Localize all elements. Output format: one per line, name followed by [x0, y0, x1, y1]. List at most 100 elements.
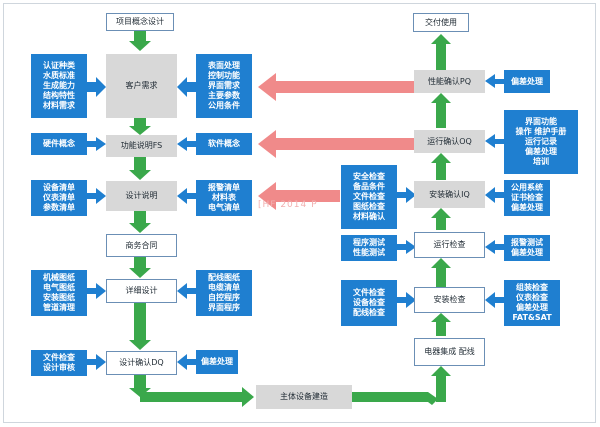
cust-req-output-2: 控制功能 — [208, 71, 240, 80]
ic-output-3: 偏差处理 — [516, 303, 548, 312]
oq-output-5: 培训 — [532, 157, 549, 166]
concept-design-label: 项目概念设计 — [116, 17, 164, 26]
software-concept-label: 软件概念 — [208, 139, 240, 148]
flow-arrow-dq-down — [129, 375, 151, 397]
cust-req-input-4: 结构特性 — [43, 91, 75, 100]
oq-output-4: 偏差处理 — [524, 147, 557, 156]
dd-output-3: 自控程序 — [208, 293, 240, 302]
input-arrow-dd — [87, 283, 106, 299]
left-flow-arrows — [129, 31, 151, 397]
functional-spec-box: 功能说明FS — [106, 135, 177, 157]
pq-output-box: 偏差处理 — [504, 70, 550, 93]
flow-arrow-to-main-build — [140, 387, 254, 407]
dd-output-1: 配线图纸 — [208, 273, 240, 282]
run-check-inputs-box: 程序测试 性能测试 — [341, 235, 397, 261]
rc-input-2: 性能测试 — [353, 248, 385, 257]
iq-output-2: 证书检查 — [511, 193, 543, 202]
ic-output-1: 组装检查 — [516, 283, 548, 292]
install-check-inputs-box: 文件检查 设备检查 配线检查 — [341, 280, 397, 326]
output-arrow-dq — [177, 354, 196, 370]
input-arrow-ds — [87, 188, 106, 204]
dd-output-4: 界面程序 — [208, 303, 240, 312]
rc-output-2: 偏差处理 — [511, 248, 543, 257]
right-flow-arrows — [431, 34, 451, 336]
iq-input-3: 文件检查 — [353, 192, 385, 201]
iq-input-2: 备品条件 — [353, 182, 385, 191]
dq-output-box: 偏差处理 — [196, 350, 238, 374]
ds-output-3: 电气清单 — [208, 203, 240, 212]
output-arrow-pq — [485, 74, 504, 88]
input-arrow-rc — [397, 240, 416, 254]
run-check-label: 运行检查 — [433, 240, 466, 249]
iq-inputs-box: 安全检查 备品条件 文件检查 图纸检查 材料确认 — [341, 165, 397, 229]
flow-arrow-up-to-electrical — [431, 366, 451, 402]
output-arrow-ic — [485, 292, 504, 308]
oq-output-3: 运行记录 — [524, 137, 557, 146]
cust-req-input-3: 生成能力 — [43, 81, 75, 90]
ic-input-1: 文件检查 — [353, 288, 385, 297]
feedback-arrows — [258, 73, 414, 210]
input-arrow-iq — [397, 187, 416, 203]
detailed-design-label: 详细设计 — [125, 286, 158, 295]
software-concept-box: 软件概念 — [196, 133, 252, 155]
business-contract-label: 商务合同 — [125, 240, 158, 250]
input-arrow-cust-req — [87, 77, 106, 97]
install-check-label: 安装检查 — [433, 295, 466, 304]
diagram-frame — [3, 3, 596, 423]
bottom-flow-arrows — [140, 366, 451, 407]
ds-output-2: 材料表 — [212, 193, 236, 202]
flow-arrow-electrical-to-ic — [431, 313, 451, 336]
ic-output-4: FAT&SAT — [512, 313, 552, 322]
input-arrow-dq — [87, 354, 106, 370]
detailed-design-outputs-box: 配线图纸 电缆清单 自控程序 界面程序 — [196, 270, 252, 316]
oq-outputs-box: 界面功能 操作 维护手册 运行记录 偏差处理 培训 — [504, 110, 578, 174]
customer-requirement-box: 客户需求 — [106, 54, 177, 118]
delivery-label: 交付使用 — [425, 17, 457, 27]
cust-req-input-1: 认证种类 — [43, 61, 75, 70]
flow-arrow-ic-to-rc — [431, 258, 451, 287]
dd-input-1: 机械图纸 — [43, 273, 75, 282]
ds-output-1: 报警清单 — [208, 183, 240, 192]
dd-output-2: 电缆清单 — [208, 283, 240, 292]
oq-output-1: 界面功能 — [524, 117, 557, 126]
main-equipment-build-label: 主体设备建造 — [280, 392, 328, 401]
output-arrow-dd — [177, 283, 196, 299]
hardware-concept-box: 硬件概念 — [31, 133, 87, 155]
ds-input-3: 参数清单 — [43, 203, 75, 212]
cust-req-input-5: 材料需求 — [43, 101, 75, 110]
install-check-box: 安装检查 — [414, 287, 485, 313]
input-arrow-fs — [87, 137, 106, 151]
dq-inputs-box: 文件检查 设计审核 — [31, 350, 87, 376]
flow-arrow-from-main-build — [352, 392, 438, 405]
performance-qualification-label: 性能确认PQ — [427, 76, 472, 86]
flow-arrow-req-to-fs — [129, 118, 151, 135]
customer-req-inputs-box: 认证种类 水质标准 生成能力 结构特性 材料需求 — [31, 54, 87, 118]
iq-input-1: 安全检查 — [353, 172, 385, 181]
ic-input-2: 设备检查 — [353, 298, 385, 307]
ic-input-3: 配线检查 — [353, 308, 385, 317]
flow-arrow-iq-to-oq — [431, 153, 451, 180]
dq-input-2: 设计审核 — [43, 363, 75, 372]
iq-input-4: 图纸检查 — [353, 202, 385, 211]
output-arrow-iq — [485, 187, 504, 203]
rc-input-1: 程序测试 — [353, 238, 385, 247]
run-check-outputs-box: 报警测试 偏差处理 — [504, 235, 550, 261]
input-arrow-ic — [397, 292, 416, 308]
customer-req-outputs-box: 表面处理 控制功能 界面需求 主要参数 公用条件 — [196, 54, 252, 118]
flow-arrow-oq-to-pq — [431, 93, 451, 128]
ds-input-2: 仪表清单 — [43, 193, 75, 202]
output-arrow-rc — [485, 240, 504, 254]
design-qualification-box: 设计确认DQ — [106, 351, 177, 375]
design-spec-box: 设计说明 — [106, 181, 177, 211]
dd-input-2: 电气图纸 — [43, 283, 75, 292]
flow-arrow-fs-to-ds — [129, 157, 151, 180]
output-arrow-oq — [485, 134, 504, 148]
oq-output-2: 操作 维护手册 — [515, 127, 567, 136]
cust-req-output-3: 界面需求 — [208, 81, 240, 90]
design-spec-outputs-box: 报警清单 材料表 电气清单 — [196, 180, 252, 216]
feedback-arrow-iq-to-ds — [258, 182, 340, 210]
design-spec-label: 设计说明 — [125, 191, 158, 200]
flow-arrow-ds-to-contract — [129, 211, 151, 233]
ds-input-1: 设备清单 — [43, 183, 75, 192]
